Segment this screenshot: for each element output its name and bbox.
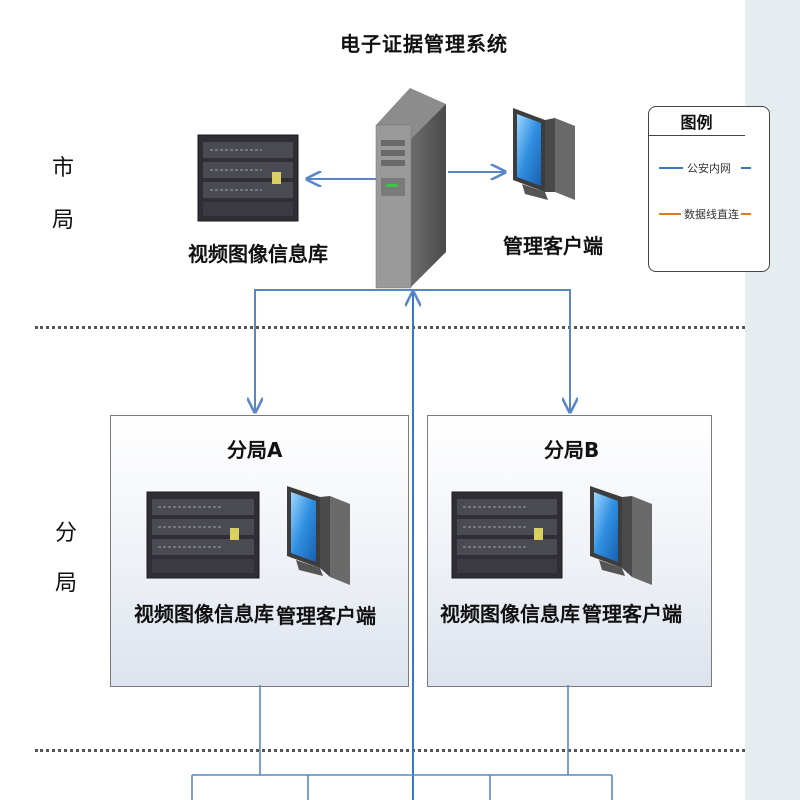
city-video-db-label: 视频图像信息库 xyxy=(188,242,328,266)
server-tower-icon xyxy=(375,88,446,289)
branch-b-client-label: 管理客户端 xyxy=(582,602,682,626)
city-client-label: 管理客户端 xyxy=(503,234,603,258)
legend-divider xyxy=(649,135,745,136)
level-city-char-1: 市 xyxy=(52,156,75,181)
legend-box: 图例 公安内网 数据线直连 xyxy=(648,106,770,272)
branch-b-title: 分局B xyxy=(544,438,600,462)
legend-title: 图例 xyxy=(680,113,713,132)
level-city-char-2: 局 xyxy=(52,208,75,233)
level-branch-char-2: 局 xyxy=(55,571,78,596)
branch-a-title: 分局A xyxy=(227,438,283,462)
storage-rack-icon-city xyxy=(197,134,299,222)
legend-item-intranet: 公安内网 xyxy=(687,162,731,175)
storage-rack-icon-branch-a xyxy=(146,491,260,579)
legend-item-direct: 数据线直连 xyxy=(684,208,739,221)
legend-line-direct xyxy=(659,213,751,215)
branch-a-client-label: 管理客户端 xyxy=(276,604,376,628)
system-title: 电子证据管理系统 xyxy=(340,32,508,56)
level-branch-char-1: 分 xyxy=(55,521,78,546)
link-server-to-branches xyxy=(254,289,571,412)
desktop-computer-icon-branch-b xyxy=(590,486,652,585)
branch-a-video-db-label: 视频图像信息库 xyxy=(134,602,274,626)
desktop-computer-icon-city xyxy=(513,108,575,200)
separator-top xyxy=(35,326,745,329)
branch-b-video-db-label: 视频图像信息库 xyxy=(440,602,580,626)
desktop-computer-icon-branch-a xyxy=(287,486,350,585)
legend-line-intranet xyxy=(659,167,751,169)
separator-bottom xyxy=(35,749,745,752)
storage-rack-icon-branch-b xyxy=(451,491,563,579)
